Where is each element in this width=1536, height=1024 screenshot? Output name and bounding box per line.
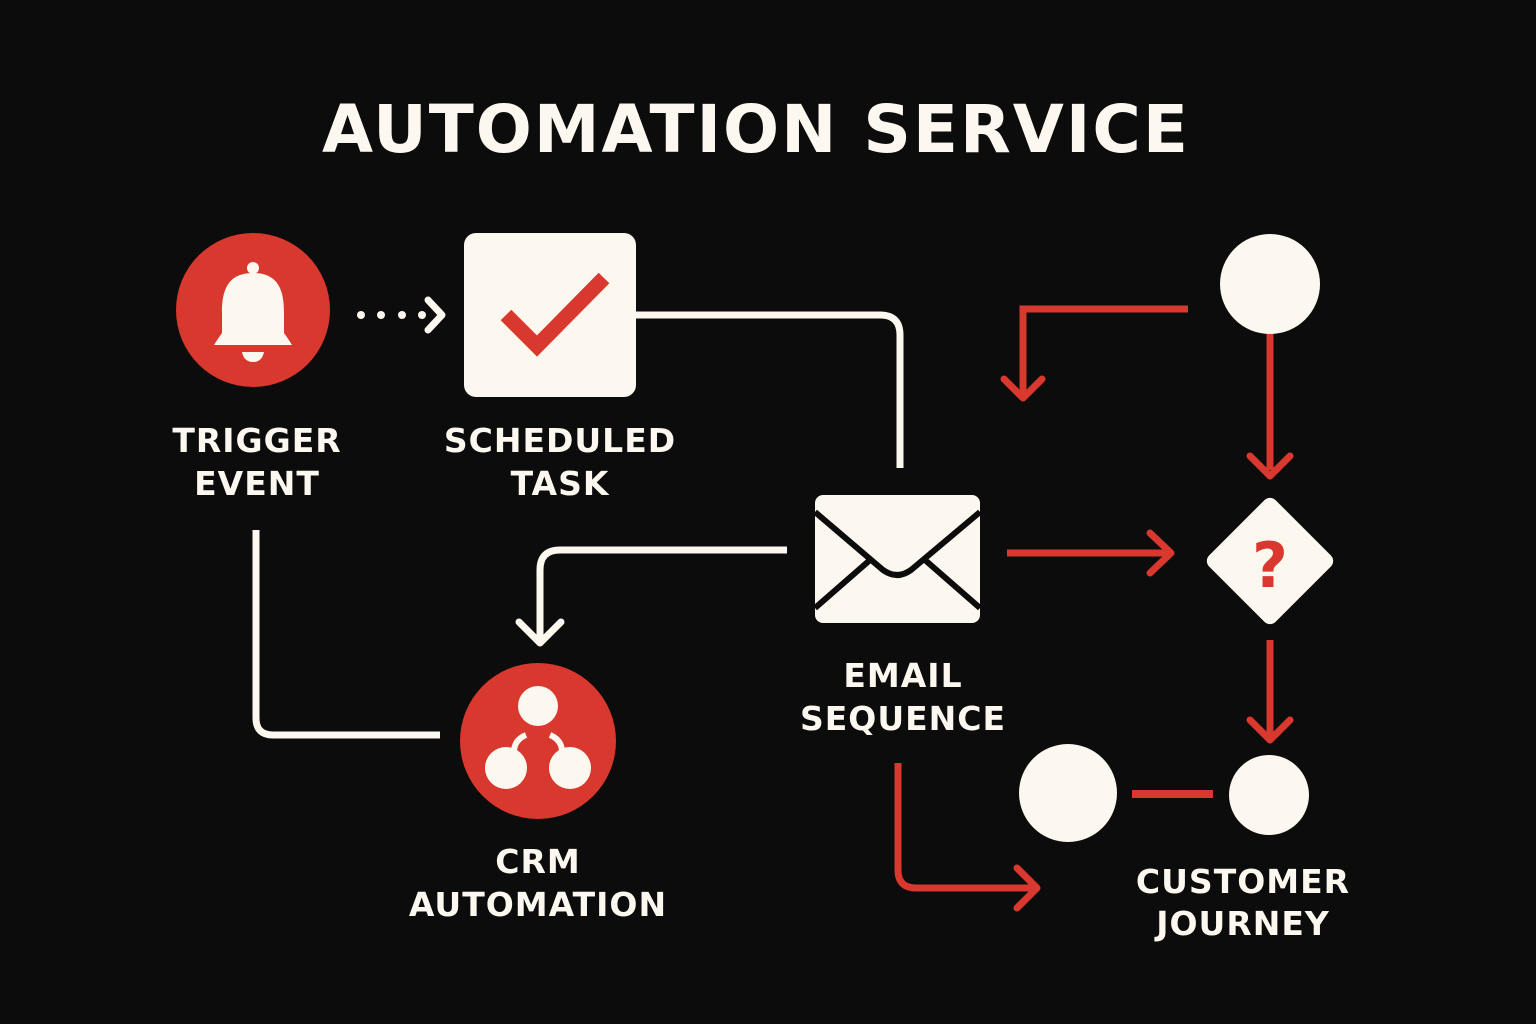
question-mark-icon: ? bbox=[1252, 529, 1288, 602]
scheduled-task-label-line2: TASK bbox=[511, 464, 610, 503]
customer-journey-label-line1: CUSTOMER bbox=[1136, 862, 1350, 901]
connector-email-to-crm bbox=[515, 546, 787, 647]
connector-trigger-to-crm bbox=[252, 530, 440, 739]
scheduled-task-box bbox=[464, 233, 636, 397]
decision-diamond bbox=[1206, 497, 1334, 625]
connector-start-to-left-branch bbox=[1000, 305, 1188, 402]
trigger-event-label-line1: TRIGGER bbox=[172, 421, 341, 460]
node-customer-journey[interactable]: CUSTOMER JOURNEY bbox=[1019, 744, 1350, 943]
network-nodes-icon bbox=[485, 686, 591, 789]
crm-automation-label-line1: CRM bbox=[495, 842, 580, 881]
connector-scheduled-to-email bbox=[636, 311, 904, 468]
node-scheduled-task[interactable]: SCHEDULED TASK bbox=[444, 233, 676, 503]
checkmark-icon bbox=[500, 272, 610, 357]
flow-start-circle[interactable] bbox=[1220, 234, 1320, 334]
email-sequence-label-line1: EMAIL bbox=[843, 656, 962, 695]
connector-email-to-decision bbox=[1007, 529, 1175, 577]
dotted-connector-trigger-to-scheduled bbox=[357, 296, 446, 334]
customer-journey-label-line2: JOURNEY bbox=[1154, 904, 1330, 943]
node-trigger-event[interactable]: TRIGGER EVENT bbox=[172, 233, 341, 503]
envelope-icon bbox=[813, 495, 982, 623]
node-decision[interactable]: ? bbox=[1204, 495, 1337, 628]
connector-start-to-decision bbox=[1246, 332, 1294, 480]
email-sequence-label-line2: SEQUENCE bbox=[800, 699, 1006, 738]
scheduled-task-label-line1: SCHEDULED bbox=[444, 421, 676, 460]
crm-automation-label-line2: AUTOMATION bbox=[409, 885, 667, 924]
node-email-sequence[interactable]: EMAIL SEQUENCE bbox=[800, 495, 1006, 738]
trigger-event-label-line2: EVENT bbox=[194, 464, 320, 503]
connector-decision-to-journey bbox=[1246, 640, 1294, 744]
node-crm-automation[interactable]: CRM AUTOMATION bbox=[409, 663, 667, 924]
journey-circles-icon bbox=[1019, 744, 1309, 842]
bell-icon bbox=[214, 262, 292, 362]
diagram-title: AUTOMATION SERVICE bbox=[322, 91, 1190, 168]
connector-email-to-journey bbox=[894, 763, 1041, 912]
